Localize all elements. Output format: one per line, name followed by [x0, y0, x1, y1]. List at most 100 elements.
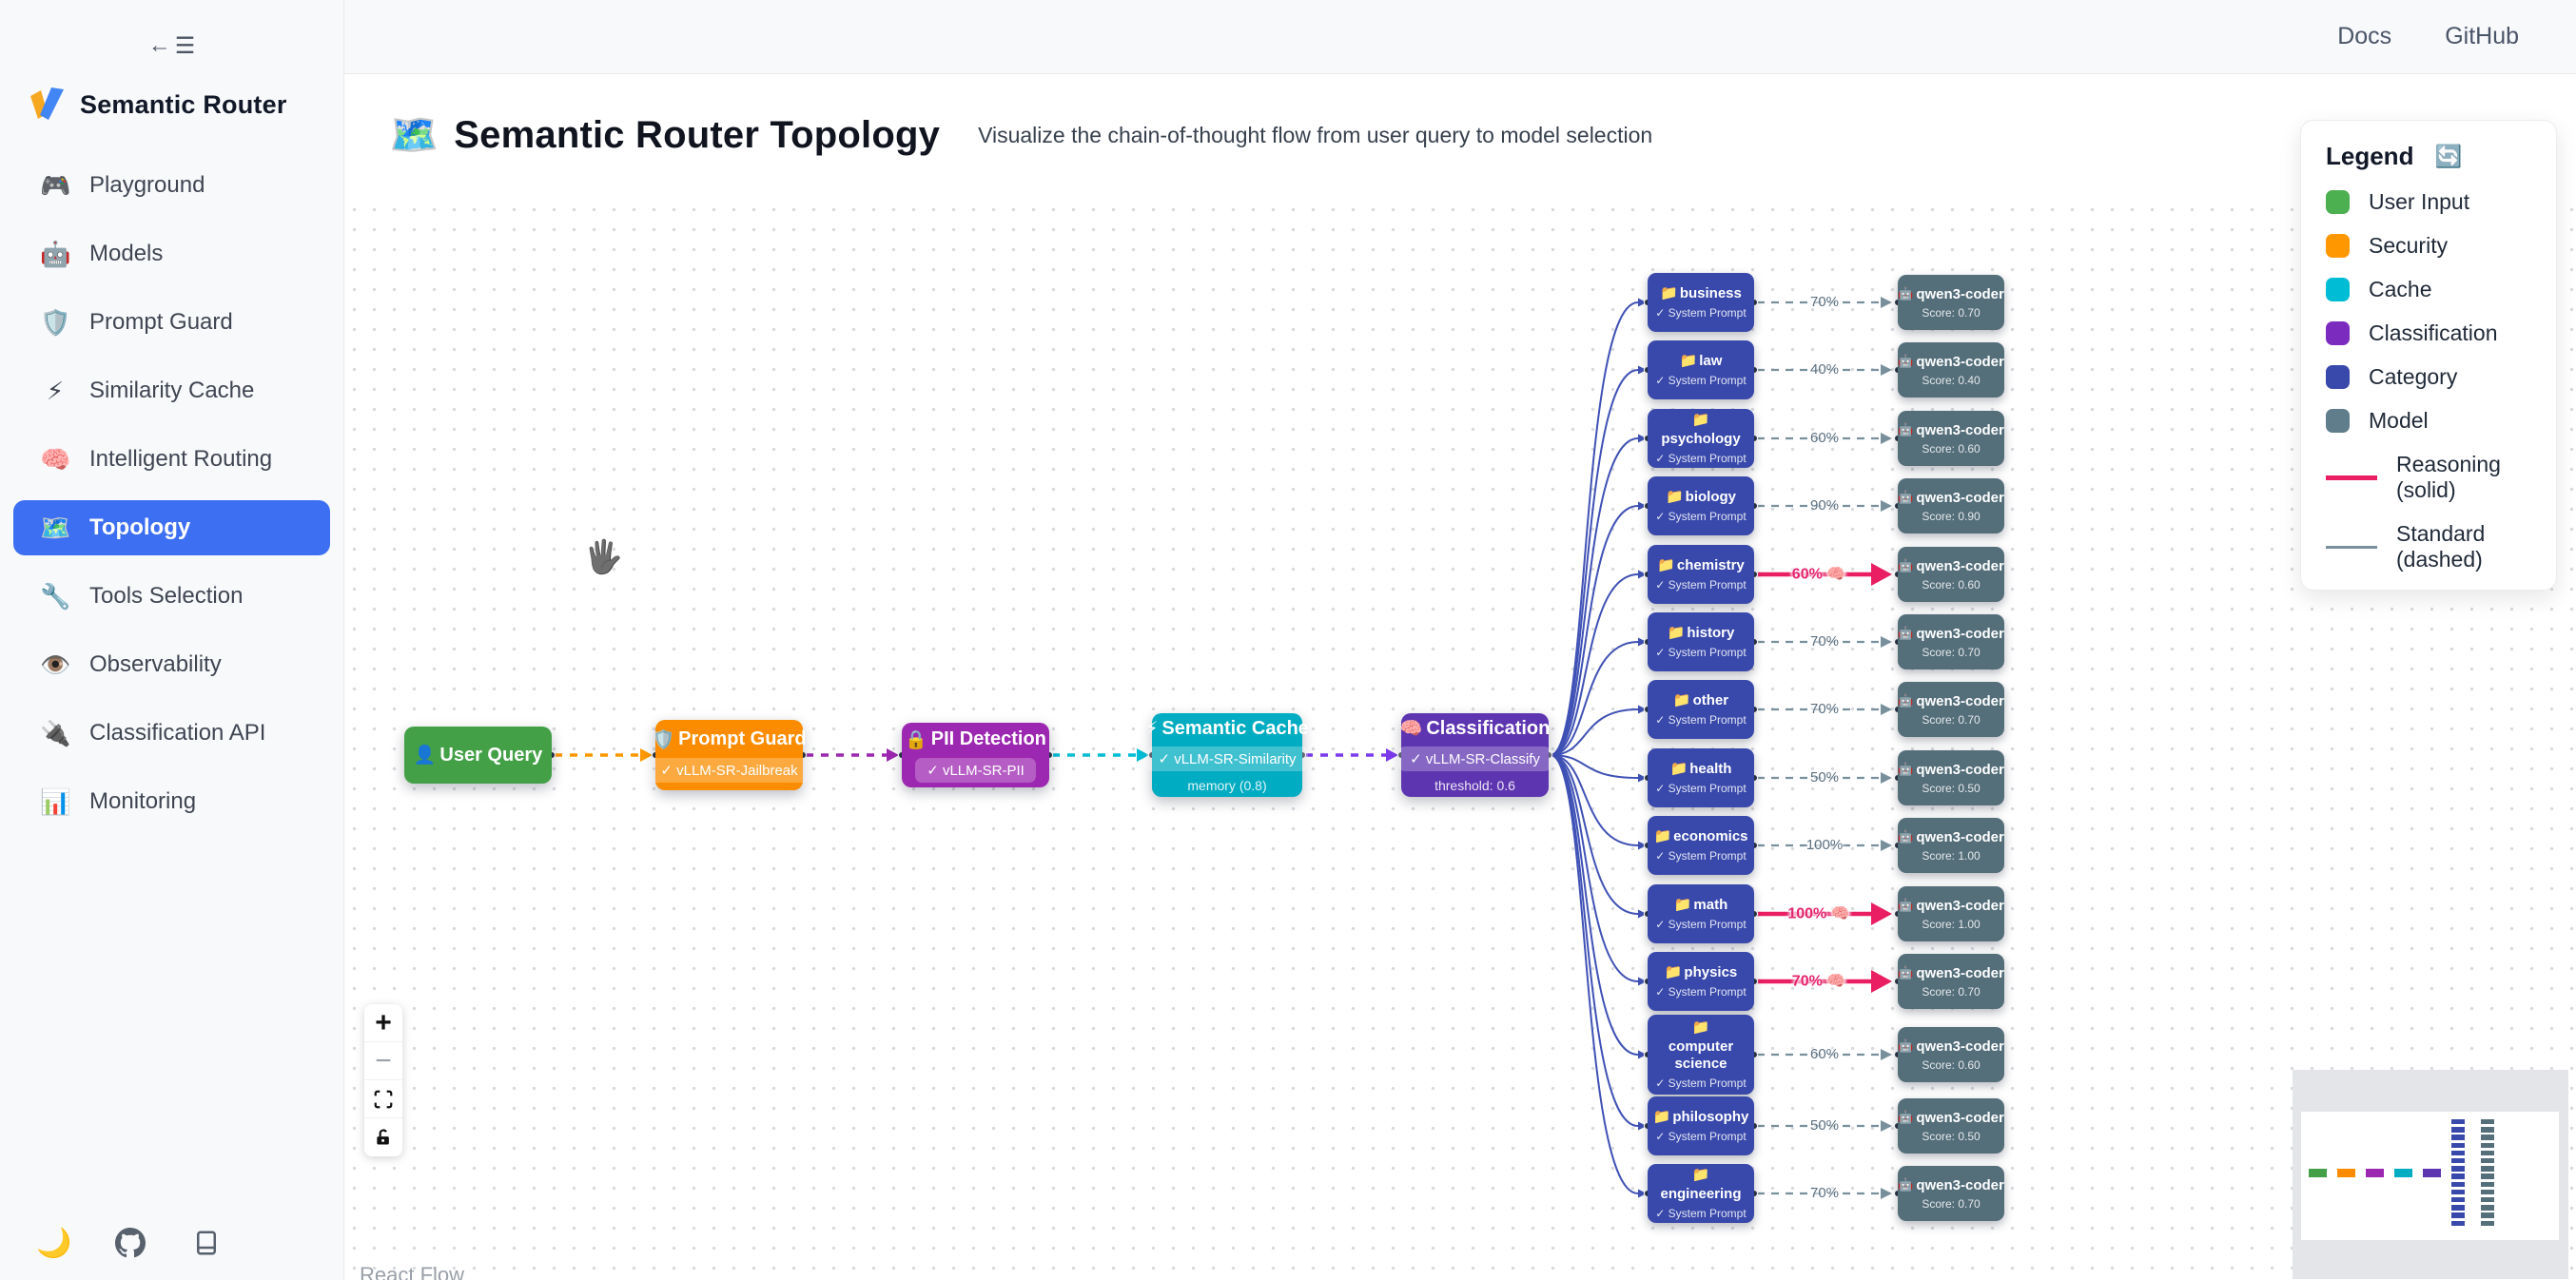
minimap-node [2309, 1169, 2327, 1177]
legend-line-standard: Standard (dashed) [2326, 521, 2531, 572]
sidebar-item-prompt-guard[interactable]: 🛡️Prompt Guard [13, 295, 330, 350]
github-link[interactable]: GitHub [2445, 23, 2519, 49]
minimap-node [2337, 1169, 2355, 1177]
model-title: 🤖qwen3-coder [1898, 1038, 2004, 1055]
sidebar-item-classification-api[interactable]: 🔌Classification API [13, 706, 330, 761]
model-title: 🤖qwen3-coder [1898, 965, 2004, 981]
sidebar-item-similarity-cache[interactable]: ⚡Similarity Cache [13, 363, 330, 418]
flow-canvas[interactable]: 🗺️ Semantic Router Topology Visualize th… [344, 74, 2576, 1280]
minimap-node [2481, 1166, 2494, 1172]
category-label: history [1687, 625, 1735, 641]
category-title: 📁math [1674, 897, 1728, 914]
sidebar-item-playground[interactable]: 🎮Playground [13, 158, 330, 213]
category-node-psychology[interactable]: 📁psychology✓ System Prompt [1648, 409, 1754, 468]
minimap-node [2481, 1197, 2494, 1203]
category-node-other[interactable]: 📁other✓ System Prompt [1648, 680, 1754, 739]
category-node-economics[interactable]: 📁economics✓ System Prompt [1648, 816, 1754, 875]
category-title: 📁other [1673, 692, 1728, 709]
category-node-health[interactable]: 📁health✓ System Prompt [1648, 748, 1754, 807]
category-node-biology[interactable]: 📁biology✓ System Prompt [1648, 476, 1754, 535]
category-subtext: ✓ System Prompt [1655, 1076, 1747, 1090]
category-title: 📁psychology [1651, 412, 1750, 448]
sidebar-item-observability[interactable]: 👁️Observability [13, 637, 330, 692]
tools-selection-icon: 🔧 [40, 581, 71, 611]
docs-link[interactable]: Docs [2337, 23, 2392, 49]
edge-percent-label: 100% [1805, 837, 1844, 854]
sidebar-item-monitoring[interactable]: 📊Monitoring [13, 774, 330, 829]
category-node-history[interactable]: 📁history✓ System Prompt [1648, 612, 1754, 671]
model-label: qwen3-coder [1916, 897, 2004, 914]
refresh-icon[interactable]: 🔄 [2434, 144, 2463, 168]
folder-icon: 📁 [1691, 1019, 1710, 1036]
category-node-business[interactable]: 📁business✓ System Prompt [1648, 273, 1754, 332]
model-title: 🤖qwen3-coder [1898, 626, 2004, 642]
zoom-out-button[interactable]: − [364, 1042, 402, 1080]
sidebar-item-intelligent-routing[interactable]: 🧠Intelligent Routing [13, 432, 330, 487]
map-icon: 🗺️ [389, 112, 439, 157]
sidebar-item-tools-selection[interactable]: 🔧Tools Selection [13, 569, 330, 624]
playground-icon: 🎮 [40, 170, 71, 200]
node-badge: ✓ vLLM-SR-Jailbreak [649, 757, 810, 783]
github-icon[interactable] [114, 1227, 146, 1259]
minimap[interactable] [2293, 1070, 2568, 1279]
minimap-node [2481, 1205, 2494, 1211]
sidebar-item-models[interactable]: 🤖Models [13, 226, 330, 281]
robot-icon: 🤖 [1898, 626, 1914, 640]
monitoring-icon: 📊 [40, 786, 71, 816]
category-node-physics[interactable]: 📁physics✓ System Prompt [1648, 952, 1754, 1011]
category-title: 📁history [1668, 625, 1735, 642]
category-node-philosophy[interactable]: 📁philosophy✓ System Prompt [1648, 1096, 1754, 1155]
folder-icon: 📁 [1672, 692, 1691, 708]
category-node-law[interactable]: 📁law✓ System Prompt [1648, 340, 1754, 399]
sidebar-collapse-button[interactable]: ←☰ [139, 27, 205, 65]
category-label: computer science [1668, 1038, 1734, 1072]
lock-button[interactable] [364, 1118, 402, 1156]
model-title: 🤖qwen3-coder [1898, 558, 2004, 574]
node-badge: ✓ vLLM-SR-Similarity [1146, 746, 1308, 771]
fit-view-button[interactable] [364, 1080, 402, 1118]
category-title: 📁engineering [1651, 1167, 1750, 1203]
category-node-chemistry[interactable]: 📁chemistry✓ System Prompt [1648, 545, 1754, 604]
docs-book-icon[interactable] [190, 1227, 223, 1259]
edge-percent-label: 90% [1809, 497, 1840, 514]
model-score: Score: 0.70 [1922, 645, 1981, 659]
category-title: 📁 computer science [1651, 1019, 1750, 1073]
category-node-engineering[interactable]: 📁engineering✓ System Prompt [1648, 1164, 1754, 1223]
legend-swatch [2326, 321, 2350, 345]
classification-icon: 🧠 [1399, 719, 1423, 739]
category-node-computer-science[interactable]: 📁 computer science ✓ System Prompt [1648, 1015, 1754, 1095]
pipeline-node-prompt-guard[interactable]: 🛡️Prompt Guard✓ vLLM-SR-Jailbreak [649, 720, 810, 790]
edge-percent-label: 50% [1809, 769, 1840, 786]
sidebar-item-topology[interactable]: 🗺️Topology [13, 500, 330, 555]
pipeline-node-pii-detection[interactable]: 🔒PII Detection✓ vLLM-SR-PII [902, 723, 1049, 787]
model-label: qwen3-coder [1916, 421, 2004, 438]
category-node-math[interactable]: 📁math✓ System Prompt [1648, 884, 1754, 943]
legend-item-category: Category [2326, 364, 2531, 390]
category-label: philosophy [1672, 1109, 1749, 1125]
flow-edges [547, 297, 1903, 1199]
sidebar-footer: 🌙 [36, 1227, 223, 1259]
minimap-node [2481, 1220, 2494, 1226]
sidebar-item-label: Models [89, 241, 164, 266]
category-label: engineering [1660, 1186, 1742, 1202]
pipeline-node-user-query[interactable]: 👤User Query [404, 727, 552, 784]
zoom-in-button[interactable]: + [364, 1004, 402, 1042]
theme-toggle-moon-icon[interactable]: 🌙 [36, 1227, 72, 1259]
observability-icon: 👁️ [40, 650, 71, 679]
